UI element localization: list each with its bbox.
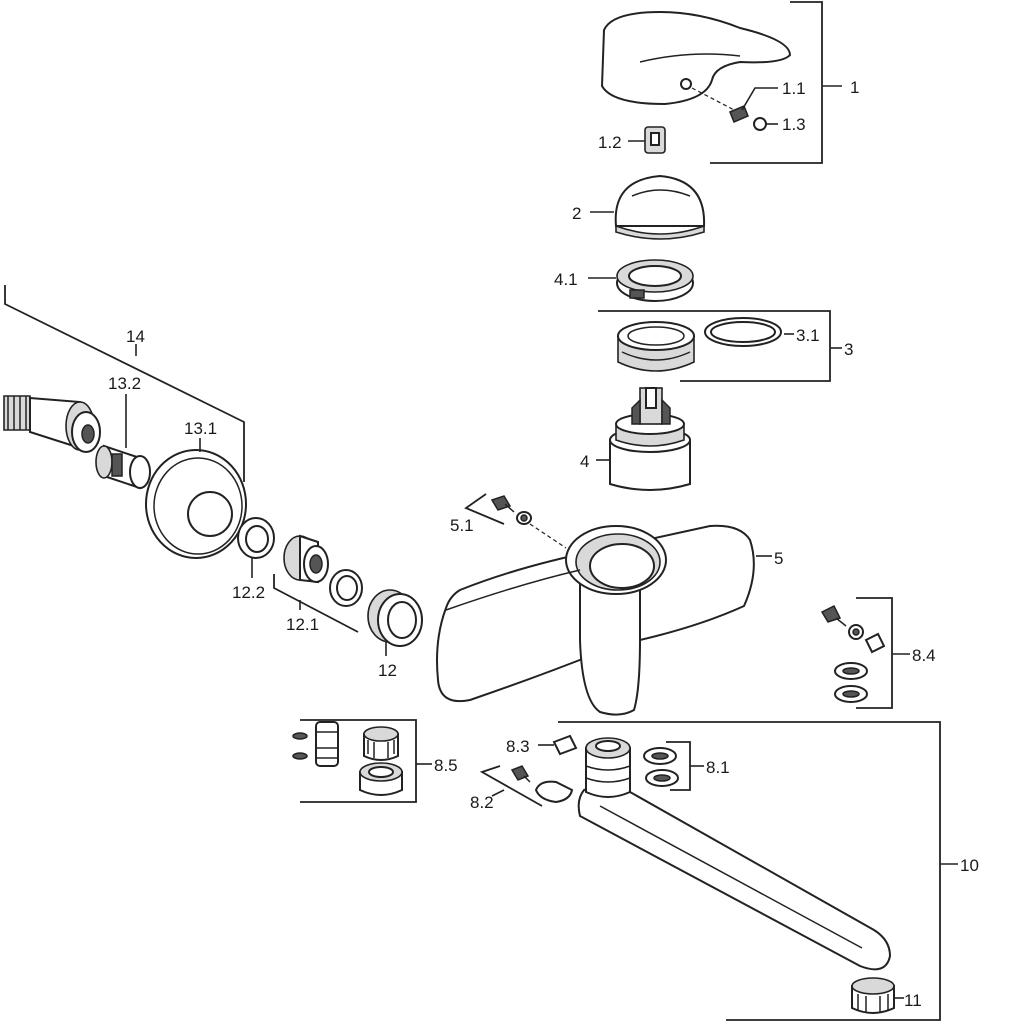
- part-14-eccentric-connector: [3, 395, 101, 453]
- part-1-2-clip: [644, 126, 666, 154]
- part-2-dome-cover: [614, 174, 706, 240]
- part-8-4-screw: [820, 604, 847, 627]
- leader-1-1: [741, 87, 778, 111]
- bracket-3: [598, 310, 831, 382]
- label-12: 12: [378, 661, 397, 680]
- part-8-3-clip: [552, 734, 578, 756]
- label-8-3: 8.3: [506, 737, 530, 756]
- part-8-1-seal-lower: [645, 769, 679, 787]
- leader-8-2: [491, 789, 505, 797]
- label-11: 11: [904, 991, 922, 1010]
- part-12-2-washer: [237, 517, 275, 559]
- part-11-aerator: [851, 977, 895, 1014]
- part-8-5-o-rings: [292, 732, 308, 760]
- label-8-4: 8.4: [912, 646, 936, 665]
- label-1-1: 1.1: [782, 79, 806, 98]
- label-1-3: 1.3: [782, 115, 806, 134]
- part-8-5-aerator-bottom: [359, 762, 403, 796]
- label-2: 2: [572, 204, 581, 223]
- part-8-1-seal-upper: [643, 747, 677, 765]
- label-10: 10: [960, 856, 979, 875]
- part-5-1-washer: [516, 511, 532, 525]
- part-8-2-screw: [510, 765, 531, 783]
- guide-line-1-1: [691, 87, 739, 113]
- part-8-4-seal-upper: [834, 662, 868, 680]
- bracket-10: [558, 721, 941, 1021]
- part-5-1-screw: [490, 495, 515, 513]
- part-8-4-seal-lower: [834, 685, 868, 703]
- label-8-2: 8.2: [470, 793, 494, 812]
- bracket-8-4: [856, 597, 893, 709]
- label-8-1: 8.1: [706, 758, 730, 777]
- part-8-5-insert: [315, 721, 339, 767]
- bracket-5-1: [464, 493, 505, 525]
- bracket-1: [710, 1, 823, 164]
- label-14: 14: [126, 327, 145, 346]
- label-3-1: 3.1: [796, 326, 820, 345]
- label-4: 4: [580, 452, 589, 471]
- label-12-2: 12.2: [232, 583, 265, 602]
- label-13-1: 13.1: [184, 419, 217, 438]
- bracket-12-1: [273, 574, 359, 633]
- part-1-3-cap: [753, 117, 767, 131]
- part-12-1-adapter: [283, 534, 329, 584]
- label-4-1: 4.1: [554, 270, 578, 289]
- part-1-lever-handle: [600, 10, 792, 106]
- bracket-8-2: [479, 765, 543, 807]
- part-8-4-washer: [848, 624, 864, 640]
- label-13-2: 13.2: [108, 374, 141, 393]
- guide-line-5-1: [529, 523, 567, 549]
- part-3-1-o-ring: [704, 317, 782, 347]
- part-10-spout: [577, 737, 892, 971]
- part-5-mixer-body: [436, 524, 755, 716]
- part-13-2-sleeve: [95, 444, 151, 490]
- part-8-4-clip: [864, 632, 886, 654]
- part-8-5-aerator-top: [363, 726, 399, 761]
- part-4-1-ring: [616, 259, 694, 302]
- label-3: 3: [844, 340, 853, 359]
- part-1-1-screw: [729, 105, 749, 123]
- part-4-cartridge: [609, 387, 691, 491]
- label-5: 5: [774, 549, 783, 568]
- part-3-bonnet-nut: [617, 321, 695, 372]
- part-12-1-o-ring: [329, 569, 363, 607]
- label-5-1: 5.1: [450, 516, 474, 535]
- label-8-5: 8.5: [434, 756, 458, 775]
- label-1: 1: [850, 78, 859, 97]
- part-8-2-clamp: [534, 780, 574, 804]
- bracket-8-5: [300, 719, 417, 803]
- label-12-1: 12.1: [286, 615, 319, 634]
- label-1-2: 1.2: [598, 133, 622, 152]
- part-13-1-rosette: [145, 449, 247, 559]
- part-12-union-nut: [367, 589, 423, 647]
- bracket-14: [4, 285, 245, 482]
